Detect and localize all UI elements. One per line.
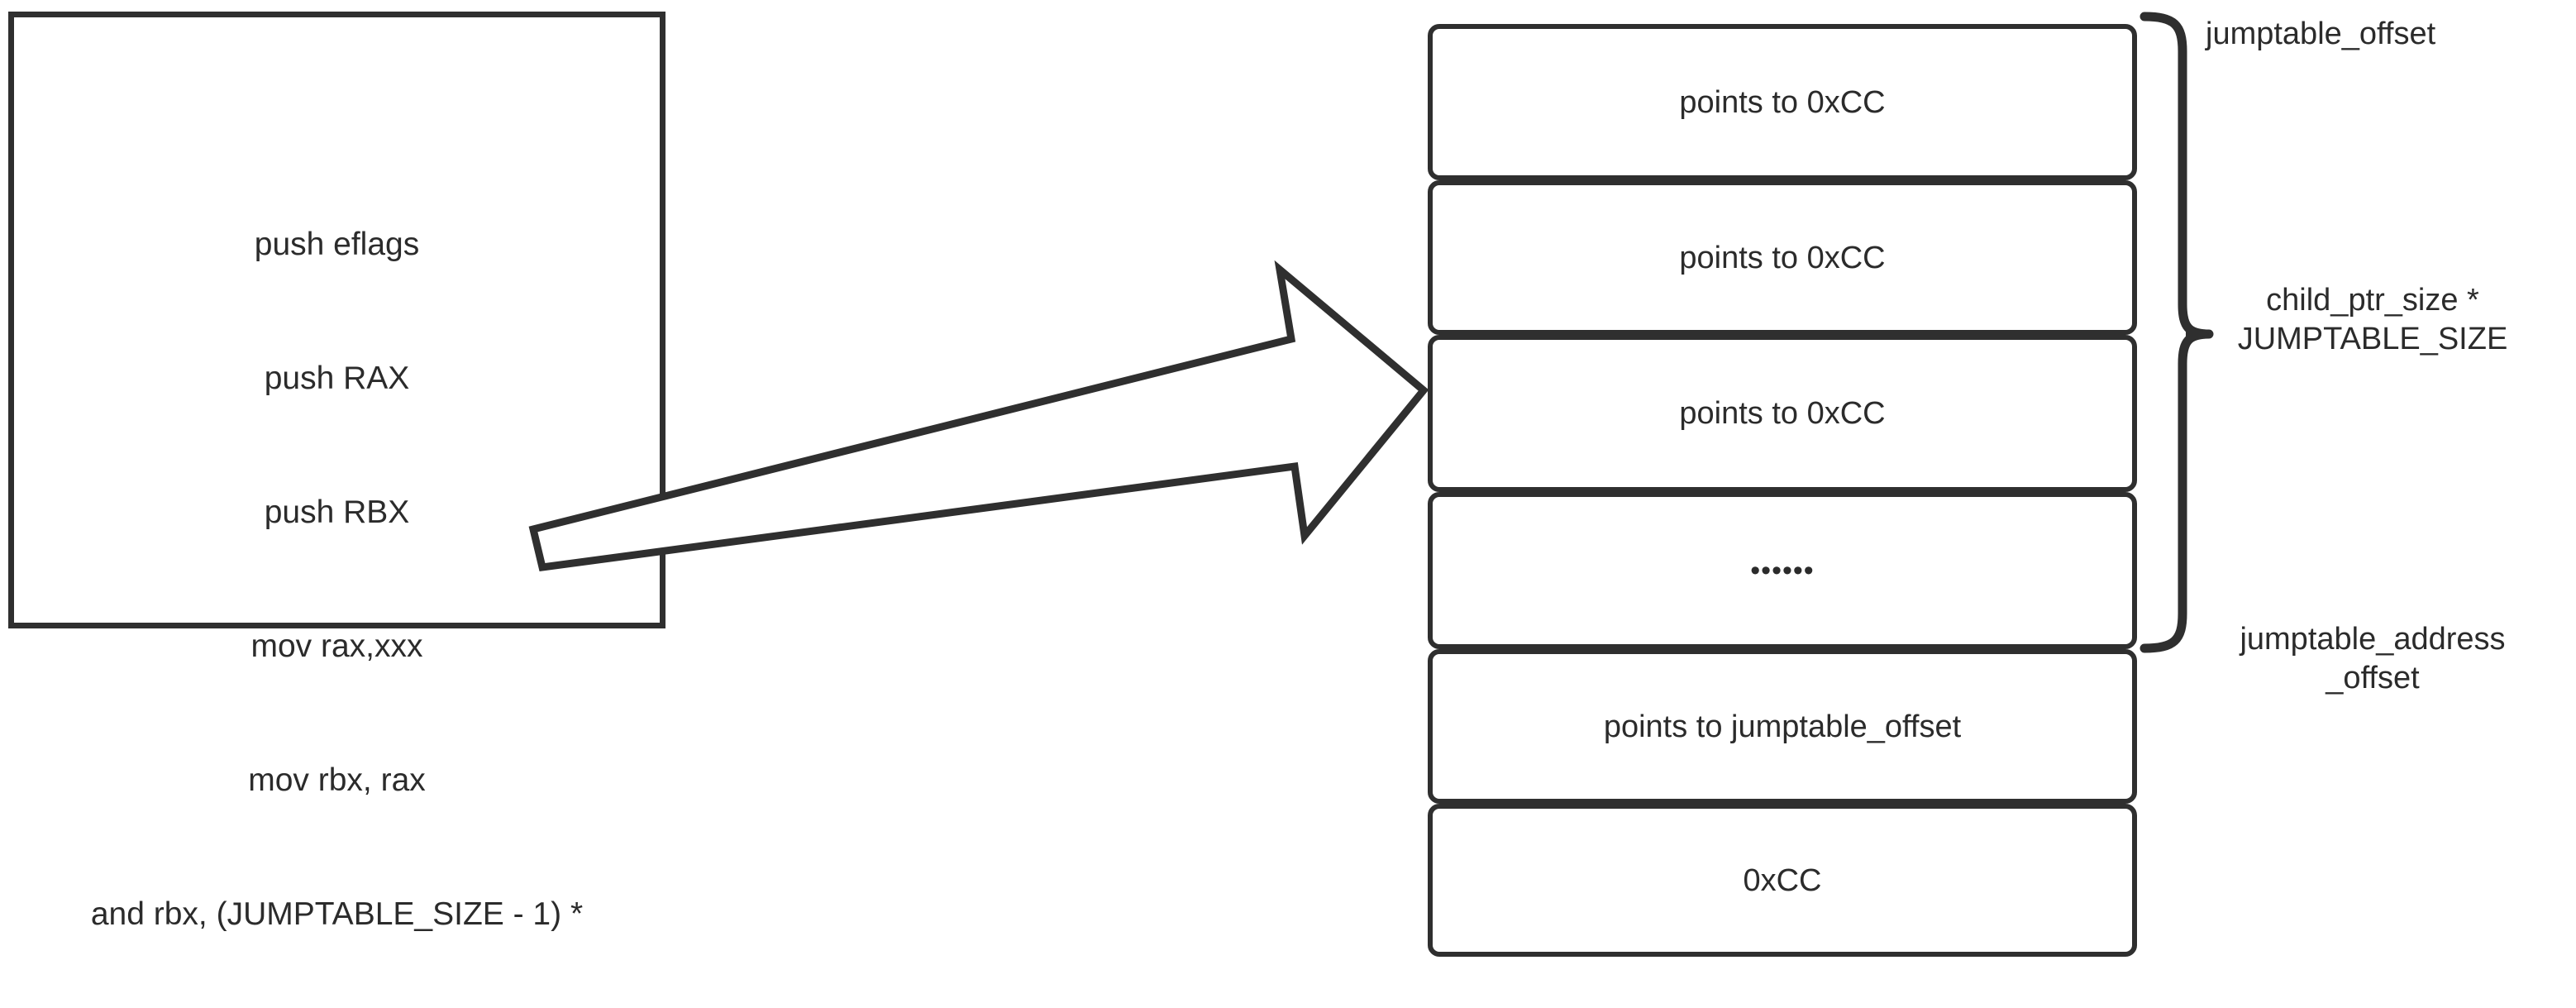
label-jumptable-offset: jumptable_offset [2206, 17, 2436, 51]
code-line: push eflags [254, 227, 420, 262]
jumptable-cell-label: points to jumptable_offset [1603, 709, 1962, 744]
code-line: mov rbx, rax [248, 762, 426, 798]
jumptable-cell: points to 0xCC [1428, 180, 2137, 335]
label-child-ptr-size-times-jumptable-size: child_ptr_size * JUMPTABLE_SIZE [2237, 283, 2508, 356]
label-jumptable-address-offset: jumptable_address _offset [2240, 622, 2506, 695]
jumptable: points to 0xCC points to 0xCC points to … [1428, 24, 2137, 957]
code-line: push RAX [264, 361, 410, 396]
code-box: push eflags push RAX push RBX mov rax,xx… [8, 12, 665, 932]
jumptable-cell-label: 0xCC [1743, 862, 1822, 898]
jumptable-cell-label: points to 0xCC [1679, 240, 1886, 275]
jumptable-cell: 0xCC [1428, 804, 2137, 957]
jumptable-cell-label: •••••• [1750, 555, 1815, 586]
code-line: mov rax,xxx [250, 628, 423, 664]
code-listing: push eflags push RAX push RBX mov rax,xx… [14, 133, 660, 1008]
code-line: push RBX [264, 494, 410, 530]
code-line: and rbx, (JUMPTABLE_SIZE - 1) * [90, 896, 584, 932]
jumptable-cell-label: points to 0xCC [1679, 84, 1886, 120]
jumptable-cell: points to 0xCC [1428, 24, 2137, 180]
jumptable-cell: points to jumptable_offset [1428, 649, 2137, 804]
jumptable-cell: points to 0xCC [1428, 335, 2137, 492]
jumptable-cell-label: points to 0xCC [1679, 396, 1886, 431]
jumptable-cell-ellipsis: •••••• [1428, 492, 2137, 649]
block-arrow-right-icon [528, 260, 1429, 572]
